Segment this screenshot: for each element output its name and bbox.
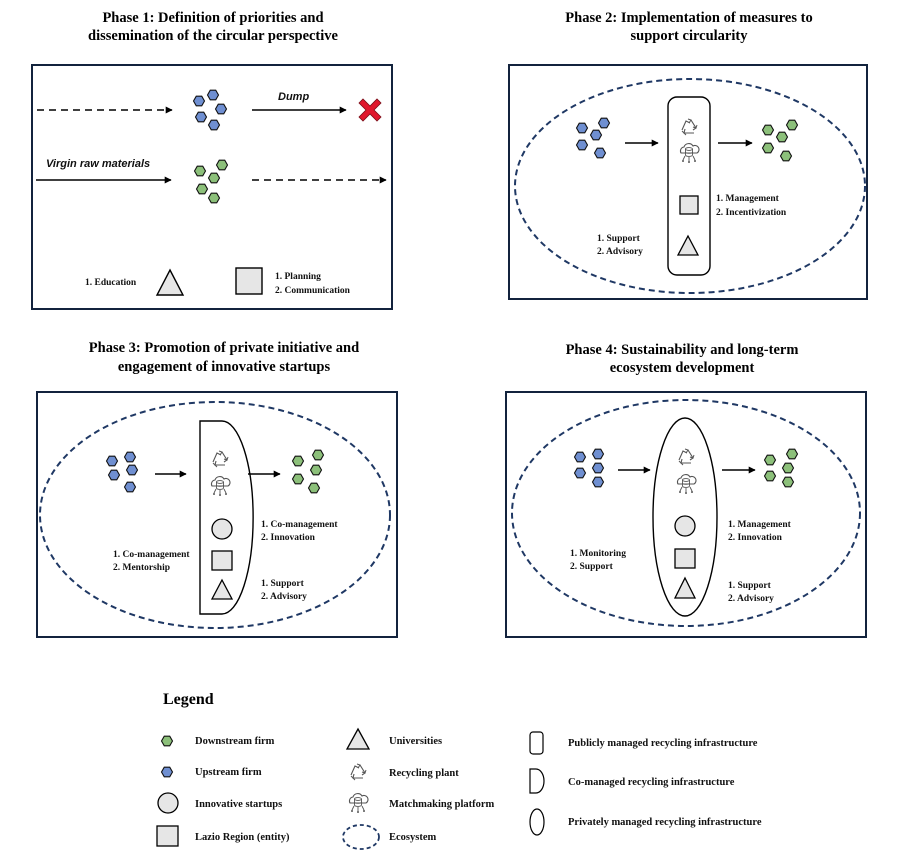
phase1-title-line1: Phase 1: Definition of priorities and (102, 10, 323, 26)
management-label: 1. Management (716, 194, 780, 204)
universities-icon (210, 578, 234, 600)
innovation-label: 2. Innovation (728, 533, 783, 543)
phase1-frame (31, 64, 393, 310)
phase3-title-line1: Phase 3: Promotion of private initiative… (89, 340, 359, 356)
ecosystem-ellipse (39, 401, 391, 629)
support-label: 1. Support (728, 581, 772, 591)
legend-matchmaking-label: Matchmaking platform (389, 799, 495, 810)
universities-icon (673, 576, 697, 599)
phase4-panel: Phase 4: Sustainability and long-term ec… (505, 342, 867, 638)
legend-downstream-label: Downstream firm (195, 736, 275, 747)
education-label: 1. Education (85, 278, 137, 288)
lazio-region-icon (211, 550, 233, 571)
legend-private-infra-label: Privately managed recycling infrastructu… (568, 817, 762, 828)
legend-upstream-icon (160, 766, 174, 778)
downstream-firms-cluster (763, 448, 799, 488)
downstream-firms-cluster (291, 449, 325, 494)
phase1-title-line2: dissemination of the circular perspectiv… (88, 28, 339, 44)
phase3-frame (36, 391, 398, 638)
dump-label: Dump (278, 91, 309, 103)
lazio-region-icon (235, 267, 263, 295)
legend-recycling-plant-icon (350, 763, 367, 781)
phase1-panel: Phase 1: Definition of priorities and di… (31, 10, 393, 310)
legend-upstream-label: Upstream firm (195, 767, 262, 778)
downstream-firms-cluster (193, 159, 229, 204)
phase2-title-line2: support circularity (631, 28, 749, 44)
legend-public-infra-icon (529, 731, 544, 755)
dump-cross-icon (358, 98, 382, 122)
phase3-title-line2: engagement of innovative startups (118, 359, 331, 375)
upstream-firms-cluster (575, 117, 611, 159)
legend-ecosystem-icon (342, 824, 380, 850)
upstream-firms-cluster (573, 448, 605, 488)
support-label: 1. Support (597, 234, 641, 244)
lazio-region-icon (674, 548, 696, 569)
legend-startups-label: Innovative startups (195, 799, 282, 810)
legend-matchmaking-icon (348, 793, 369, 814)
upstream-firms-cluster (105, 451, 139, 493)
monitoring-label: 1. Monitoring (570, 549, 626, 559)
legend-public-infra-label: Publicly managed recycling infrastructur… (568, 738, 758, 749)
universities-icon (676, 234, 700, 256)
mentorship-label: 2. Mentorship (113, 563, 170, 573)
phase4-title-line2: ecosystem development (610, 360, 755, 376)
comanagement-left-label: 1. Co-management (113, 550, 190, 560)
legend-comanaged-infra-icon (529, 768, 545, 794)
legend-lazio-label: Lazio Region (entity) (195, 832, 290, 843)
legend-recycling-plant-label: Recycling plant (389, 768, 459, 779)
phase3-panel: Phase 3: Promotion of private initiative… (36, 340, 398, 638)
innovation-label: 2. Innovation (261, 533, 316, 543)
legend-comanaged-infra-label: Co-managed recycling infrastructure (568, 777, 735, 788)
phase4-title-line1: Phase 4: Sustainability and long-term (566, 342, 799, 358)
phase4-frame (505, 391, 867, 638)
downstream-firms-cluster (761, 119, 799, 162)
phase2-frame (508, 64, 868, 300)
phase2-panel: Phase 2: Implementation of measures to s… (508, 10, 868, 300)
virgin-raw-materials-label: Virgin raw materials (46, 158, 150, 170)
legend-downstream-icon (160, 735, 174, 747)
legend-lazio-icon (156, 825, 179, 847)
advisory-label: 2. Advisory (728, 594, 774, 604)
support-label: 1. Support (261, 579, 305, 589)
innovative-startups-icon (674, 515, 696, 537)
management-label: 1. Management (728, 520, 792, 530)
communication-label: 2. Communication (275, 286, 351, 296)
advisory-label: 2. Advisory (597, 247, 643, 257)
legend-ecosystem-label: Ecosystem (389, 832, 436, 843)
lazio-region-icon (679, 195, 699, 215)
legend-private-infra-icon (529, 808, 545, 836)
ecosystem-ellipse (511, 399, 861, 627)
legend: Legend Downstream firm Upstream firm Inn… (156, 691, 762, 850)
legend-startups-icon (157, 792, 179, 814)
universities-icon (155, 268, 185, 296)
incentivization-label: 2. Incentivization (716, 208, 787, 218)
phase2-title-line1: Phase 2: Implementation of measures to (565, 10, 812, 26)
legend-universities-icon (345, 727, 371, 750)
legend-universities-label: Universities (389, 736, 442, 747)
ecosystem-ellipse (514, 78, 866, 294)
planning-label: 1. Planning (275, 272, 321, 282)
legend-title: Legend (163, 691, 214, 708)
innovative-startups-icon (211, 518, 233, 540)
public-infrastructure-shape (667, 96, 711, 276)
upstream-firms-cluster (192, 89, 228, 131)
advisory-label: 2. Advisory (261, 592, 307, 602)
comanaged-infrastructure-shape (199, 420, 254, 615)
support-left-label: 2. Support (570, 562, 614, 572)
comanagement-label: 1. Co-management (261, 520, 338, 530)
